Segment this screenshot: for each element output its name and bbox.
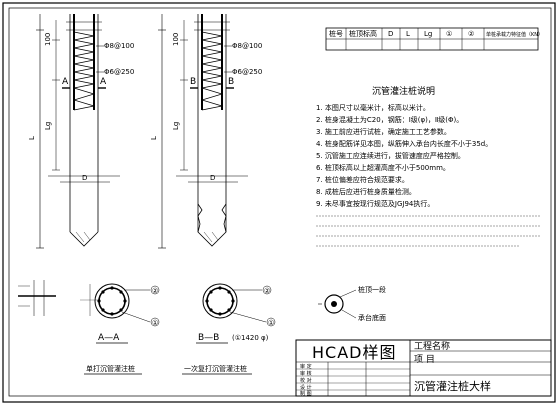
length-mark-a: L: [28, 136, 36, 140]
table-header-lg: Lg: [424, 30, 432, 38]
title-block-row-4: 设 计: [300, 384, 312, 391]
diameter-mark-b: D: [210, 174, 215, 182]
title-block-brand: HCAD样图: [312, 343, 396, 362]
note-line-9: 9. 未尽事宜按现行规范及JGJ94执行。: [316, 199, 434, 208]
spiral-label-a-1: Φ8@100: [104, 42, 134, 50]
note-line-5: 5. 沉管施工应连续进行，拔管速度应严格控制。: [316, 151, 465, 160]
title-block-row-2: 审 核: [300, 370, 312, 377]
inner-border: [8, 7, 552, 397]
title-block-item: 项 目: [414, 354, 435, 365]
spiral-label-b-2: Φ6@250: [232, 68, 262, 76]
table-header-pile-no: 桩号: [329, 29, 343, 38]
table-header-d: D: [388, 30, 393, 38]
section-mark-a-left: A: [62, 77, 69, 87]
title-block-row-5: 制 图: [300, 390, 312, 397]
cap-label-1: 桩顶一段: [358, 285, 386, 294]
note-line-3: 3. 施工前应进行试桩，确定施工工艺参数。: [316, 127, 451, 136]
callout-b-2: ②: [264, 287, 270, 295]
callout-a-2: ②: [152, 287, 158, 295]
notes-title: 沉管灌注桩说明: [372, 85, 435, 97]
note-line-6: 6. 桩顶标高以上超灌高度不小于500mm。: [316, 163, 450, 172]
section-mark-a-right: A: [100, 77, 107, 87]
section-aa-caption: 单打沉管灌注桩: [86, 364, 135, 373]
spiral-stirrup-a: [72, 31, 96, 111]
pile-elevation-a: L 100 Lg A A Φ8@100 Φ6@250 D: [28, 14, 134, 249]
title-block-project-name: 工程名称: [414, 340, 450, 352]
callout-a-1: ①: [152, 319, 158, 327]
table-header-bar-2: ②: [468, 30, 474, 38]
rebar-hook-detail: [18, 280, 56, 316]
outer-border: [2, 2, 556, 403]
note-line-4: 4. 桩身配筋详见本图，纵筋伸入承台内长度不小于35d。: [316, 139, 492, 148]
section-bb-scale: (①1420 φ): [232, 334, 269, 342]
spiral-label-b-1: Φ8@100: [232, 42, 262, 50]
section-bb-caption: 一次复打沉管灌注桩: [184, 364, 247, 373]
dim-mark-b: 100: [172, 33, 180, 46]
table-header-bar-1: ①: [446, 30, 452, 38]
title-block-row-3: 校 对: [300, 377, 312, 384]
lg-mark-b: Lg: [172, 122, 180, 130]
section-bb: ② ① B—B (①1420 φ) 一次复打沉管灌注桩: [182, 283, 276, 375]
spiral-label-a-2: Φ6@250: [104, 68, 134, 76]
title-block-row-1: 审 定: [300, 363, 312, 370]
pile-cap-detail: 桩顶一段 承台底面: [318, 285, 386, 322]
note-line-8: 8. 成桩后应进行桩身质量检测。: [316, 187, 416, 196]
section-aa-label: A—A: [98, 333, 120, 343]
notes-block: 沉管灌注桩说明 1. 本图尺寸以毫米计，标高以米计。 2. 桩身混凝土为C20，…: [316, 85, 540, 247]
table-header-l: L: [406, 30, 410, 38]
note-line-7: 7. 桩位偏差应符合规范要求。: [316, 175, 409, 184]
note-line-1: 1. 本图尺寸以毫米计，标高以米计。: [316, 103, 430, 112]
pile-elevation-b: L 100 Lg B B Φ8@100 Φ6@250 D: [150, 14, 262, 249]
note-line-2: 2. 桩身混凝土为C20，钢筋：Ⅰ级(φ)，Ⅱ级(Φ)。: [316, 115, 463, 124]
diameter-mark-a: D: [82, 174, 87, 182]
section-bb-label: B—B: [198, 333, 219, 343]
table-header-top-elev: 桩顶标高: [349, 29, 377, 38]
section-mark-b-left: B: [190, 77, 196, 87]
length-mark-b: L: [150, 136, 158, 140]
callout-b-1: ①: [268, 319, 274, 327]
section-mark-b-right: B: [228, 77, 234, 87]
section-aa: ② ① A—A 单打沉管灌注桩: [80, 283, 160, 375]
table-header-capacity: 单桩承载力特征值（KN）: [486, 31, 543, 38]
title-block-drawing-title: 沉管灌注桩大样: [414, 379, 491, 393]
pile-bulb-b: [197, 203, 227, 247]
cap-label-2: 承台底面: [358, 313, 386, 322]
lg-mark-a: Lg: [44, 122, 52, 130]
title-block: HCAD样图 工程名称 项 目 沉管灌注桩大样 审 定 审 核 校 对 设 计 …: [295, 339, 552, 397]
pile-tip-a: [69, 231, 99, 247]
pile-table: 桩号 桩顶标高 D L Lg ① ② 单桩承载力特征值（KN）: [325, 27, 543, 51]
dim-mark-a: 100: [44, 33, 52, 46]
spiral-stirrup-b: [200, 31, 224, 111]
